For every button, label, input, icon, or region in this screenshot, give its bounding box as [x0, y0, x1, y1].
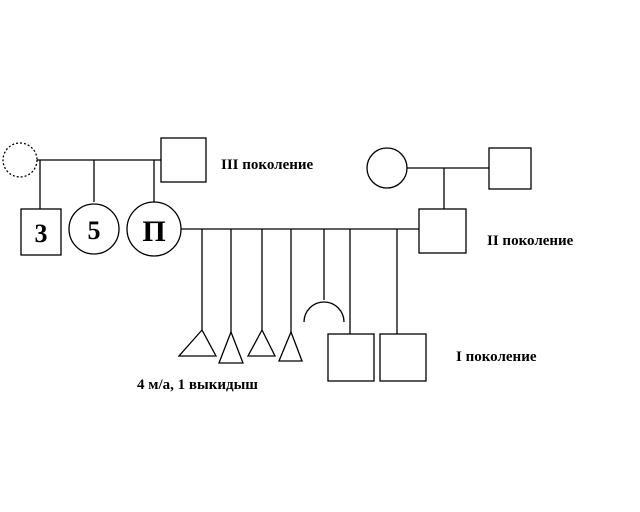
miscarriage-arc	[303, 301, 345, 323]
paternal-grandmother-circle	[366, 147, 408, 189]
loss-2-triangle	[218, 330, 244, 364]
proband-label: П	[142, 215, 165, 248]
brother-square	[20, 208, 62, 256]
sister-number-label: 5	[88, 216, 101, 245]
loss-3-triangle	[246, 328, 277, 357]
generation-2-label: II поколение	[487, 233, 574, 249]
generation-3-label: III поколение	[221, 157, 314, 173]
brother-number-label: 3	[35, 219, 48, 248]
sister-circle	[68, 203, 120, 255]
generation-1-label: I поколение	[456, 349, 537, 365]
maternal-grandmother-circle	[2, 142, 38, 178]
loss-4-triangle	[278, 330, 303, 362]
loss-1-triangle	[177, 328, 218, 357]
child-1-square	[327, 333, 375, 382]
maternal-grandfather-square	[160, 137, 207, 183]
losses-note-label: 4 м/а, 1 выкидыш	[137, 377, 258, 393]
father-square	[418, 208, 467, 254]
paternal-grandfather-square	[488, 147, 532, 190]
child-2-square	[379, 333, 427, 382]
